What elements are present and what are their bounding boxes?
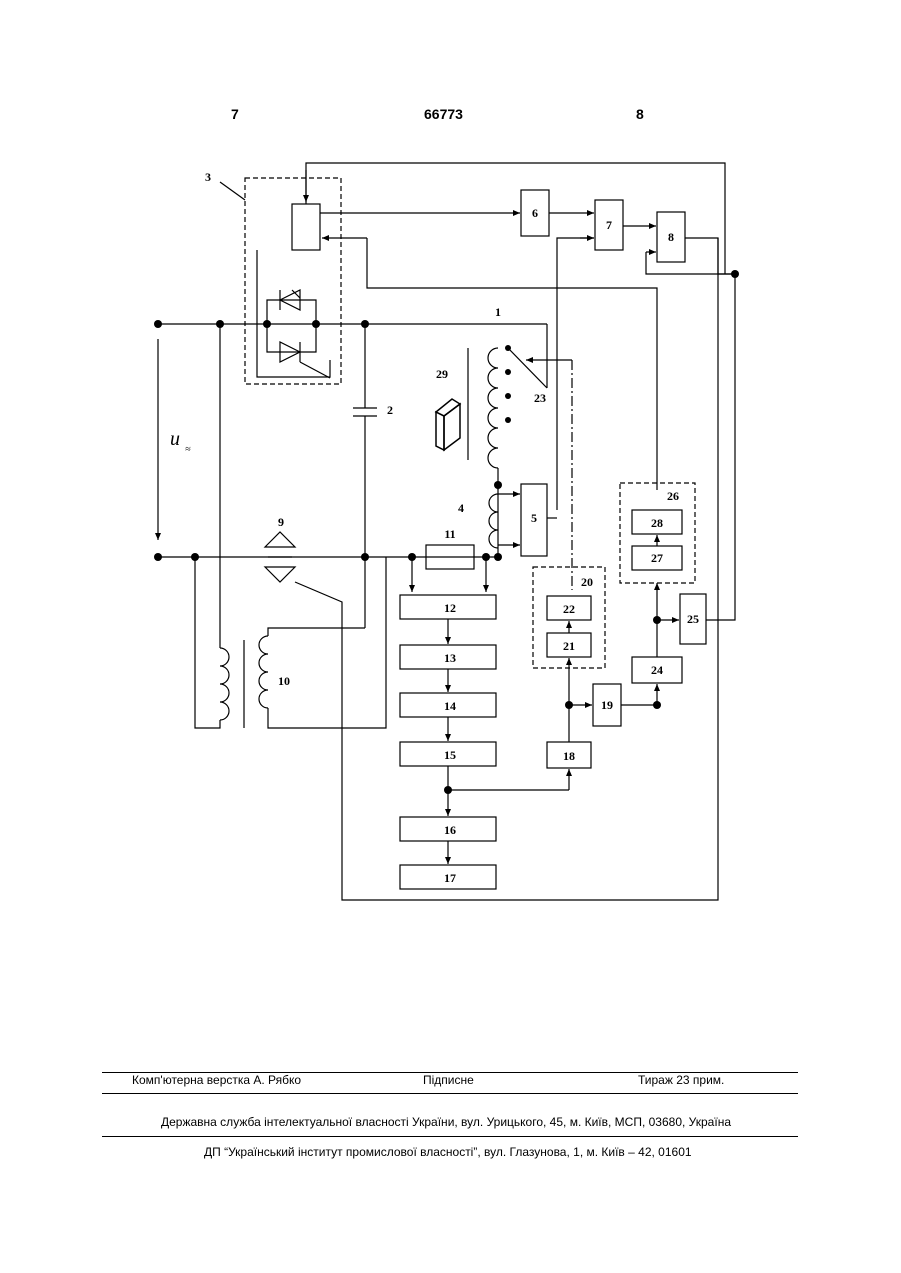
label-22: 22 <box>563 602 575 616</box>
label-19: 19 <box>601 698 613 712</box>
label-26: 26 <box>667 489 679 503</box>
voltage-symbol: u <box>170 428 180 450</box>
circuit-diagram: 1 2 3 4 5 6 7 8 9 10 11 12 13 14 15 16 1… <box>0 0 901 960</box>
footer-signed: Підписне <box>423 1073 474 1087</box>
block-26-frame <box>620 483 695 583</box>
label-27: 27 <box>651 551 663 565</box>
label-8: 8 <box>668 230 674 244</box>
label-20: 20 <box>581 575 593 589</box>
footer-rule-middle <box>102 1093 798 1094</box>
label-12: 12 <box>444 601 456 615</box>
label-7: 7 <box>606 218 612 232</box>
label-10: 10 <box>278 674 290 688</box>
block-3-frame <box>245 178 341 384</box>
label-16: 16 <box>444 823 456 837</box>
label-28: 28 <box>651 516 663 530</box>
label-24: 24 <box>651 663 663 677</box>
label-14: 14 <box>444 699 456 713</box>
label-5: 5 <box>531 511 537 525</box>
label-6: 6 <box>532 206 538 220</box>
label-13: 13 <box>444 651 456 665</box>
label-29: 29 <box>436 367 448 381</box>
label-23: 23 <box>534 391 546 405</box>
voltage-subscript: ≈ <box>185 444 191 455</box>
label-9: 9 <box>278 515 284 529</box>
block-3-control <box>292 204 320 250</box>
label-2: 2 <box>387 403 393 417</box>
label-4: 4 <box>458 501 464 515</box>
label-15: 15 <box>444 748 456 762</box>
label-11: 11 <box>444 527 455 541</box>
label-17: 17 <box>444 871 456 885</box>
label-1: 1 <box>495 305 501 319</box>
label-18: 18 <box>563 749 575 763</box>
label-21: 21 <box>563 639 575 653</box>
label-25: 25 <box>687 612 699 626</box>
footer-rule-bottom <box>102 1136 798 1137</box>
footer-layout: Комп'ютерна верстка А. Рябко <box>132 1073 301 1087</box>
footer-circulation: Тираж 23 прим. <box>638 1073 724 1087</box>
label-3: 3 <box>205 170 211 184</box>
footer-office: Державна служба інтелектуальної власност… <box>161 1115 731 1129</box>
footer-institute: ДП “Український інститут промислової вла… <box>204 1145 692 1159</box>
